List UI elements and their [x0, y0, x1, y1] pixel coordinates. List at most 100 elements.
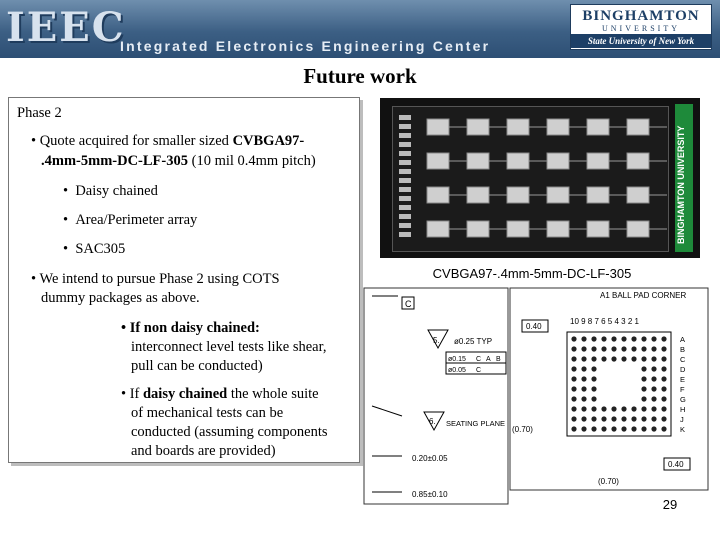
pcb-component — [626, 118, 650, 136]
solder-ball — [651, 416, 657, 422]
pcb-component — [466, 152, 490, 170]
solder-ball — [661, 336, 667, 342]
pcb-component — [426, 152, 450, 170]
pcb-edge-pad — [399, 124, 411, 129]
solder-ball — [661, 406, 667, 412]
bullet-non-daisy-bold: • If non daisy chained: — [121, 320, 260, 336]
pcb-side-strip: BINGHAMTON UNIVERSITY — [675, 104, 693, 252]
pcb-edge-pad — [399, 178, 411, 183]
bullet-daisy-line4: and boards are provided) — [131, 443, 276, 459]
bullet-daisy-bold: daisy chained — [142, 386, 228, 402]
dim-040-bottom: 0.40 — [668, 460, 684, 469]
solder-ball — [651, 336, 657, 342]
note5-text: ø0.25 TYP — [454, 337, 492, 346]
sub-bullet-1: • Daisy chained — [63, 183, 158, 199]
row-letter: J — [680, 415, 684, 424]
pcb-photo: BINGHAMTON UNIVERSITY — [380, 98, 700, 258]
pcb-edge-pad — [399, 142, 411, 147]
note6-number: 6. — [429, 417, 436, 426]
solder-ball — [641, 416, 647, 422]
solder-ball — [591, 376, 597, 382]
solder-ball — [661, 376, 667, 382]
pcb-edge-pad — [399, 160, 411, 165]
bullet-non-daisy: • If non daisy chained: — [121, 319, 260, 337]
dim-040-top-box — [521, 319, 549, 333]
tolerance-1: ø0.15 — [448, 356, 466, 363]
package-drawing: C 5. ø0.25 TYP ø0.15 ø0.05 C A B C 6. SE… — [363, 287, 709, 505]
bullet-cots: • We intend to pursue Phase 2 using COTS — [31, 271, 280, 287]
solder-ball — [571, 346, 577, 352]
solder-ball — [641, 396, 647, 402]
datum-c-box — [401, 296, 415, 310]
pcb-component — [466, 220, 490, 238]
pcb-edge-pad — [399, 214, 411, 219]
note5-triangle — [427, 329, 449, 350]
row-letter: A — [680, 335, 685, 344]
solder-ball — [631, 356, 637, 362]
bullet-quote-line2: .4mm-5mm-DC-LF-305 (10 mil 0.4mm pitch) — [41, 152, 316, 170]
solder-ball — [661, 346, 667, 352]
sub-bullet-1-text: Daisy chained — [75, 183, 158, 199]
solder-ball — [621, 406, 627, 412]
tolerance-ref-2: A — [486, 356, 491, 363]
solder-ball — [661, 356, 667, 362]
solder-ball — [591, 346, 597, 352]
pcb-component — [546, 186, 570, 204]
solder-ball — [631, 346, 637, 352]
pcb-component — [586, 220, 610, 238]
solder-ball — [601, 336, 607, 342]
solder-ball — [591, 406, 597, 412]
solder-ball — [571, 376, 577, 382]
solder-ball — [571, 356, 577, 362]
row-letter: K — [680, 425, 685, 434]
pcb-edge-pad — [399, 223, 411, 228]
solder-ball — [591, 426, 597, 432]
tolerance-2: ø0.05 — [448, 367, 466, 374]
solder-ball — [611, 406, 617, 412]
row-letter: C — [680, 355, 686, 364]
row-letter: H — [680, 405, 685, 414]
solder-ball — [601, 346, 607, 352]
note5-number: 5. — [433, 336, 440, 345]
solder-ball — [591, 366, 597, 372]
pcb-component — [506, 118, 530, 136]
solder-ball — [651, 376, 657, 382]
bullet-quote-part-bold: CVBGA97- — [232, 133, 305, 149]
dim-040-bottom-box — [663, 457, 691, 471]
solder-ball — [571, 366, 577, 372]
tolerance-ref-1: C — [476, 356, 481, 363]
bullet-daisy-line2: of mechanical tests can be — [131, 405, 284, 421]
dim-085: 0.85±0.10 — [412, 490, 448, 499]
pcb-component — [546, 118, 570, 136]
solder-ball — [651, 366, 657, 372]
solder-ball — [571, 336, 577, 342]
solder-ball — [621, 336, 627, 342]
solder-ball — [581, 406, 587, 412]
datum-c: C — [405, 299, 412, 309]
solder-ball — [601, 406, 607, 412]
slide-number: 29 — [662, 497, 678, 512]
solder-ball — [621, 356, 627, 362]
pcb-component — [546, 152, 570, 170]
ball-pad-corner: A1 BALL PAD CORNER — [600, 291, 686, 300]
solder-ball — [661, 416, 667, 422]
phase-text-box: Phase 2 • Quote acquired for smaller siz… — [8, 97, 360, 463]
ball-grid — [571, 336, 667, 432]
sub-bullet-3: • SAC305 — [63, 241, 126, 257]
solder-ball — [661, 426, 667, 432]
solder-ball — [581, 416, 587, 422]
solder-ball — [651, 356, 657, 362]
bullet-non-daisy-line3: pull can be conducted) — [131, 358, 263, 374]
pcb-component — [506, 220, 530, 238]
solder-ball — [591, 386, 597, 392]
bullet-cots-line2: dummy packages as above. — [41, 290, 200, 306]
solder-ball — [641, 366, 647, 372]
solder-ball — [621, 426, 627, 432]
column-numbers: 10 9 8 7 6 5 4 3 2 1 — [570, 317, 639, 326]
solder-ball — [641, 356, 647, 362]
solder-ball — [611, 346, 617, 352]
ieec-logo: IEEC — [6, 4, 126, 51]
pcb-component — [466, 186, 490, 204]
seating-plane: SEATING PLANE — [446, 419, 505, 428]
